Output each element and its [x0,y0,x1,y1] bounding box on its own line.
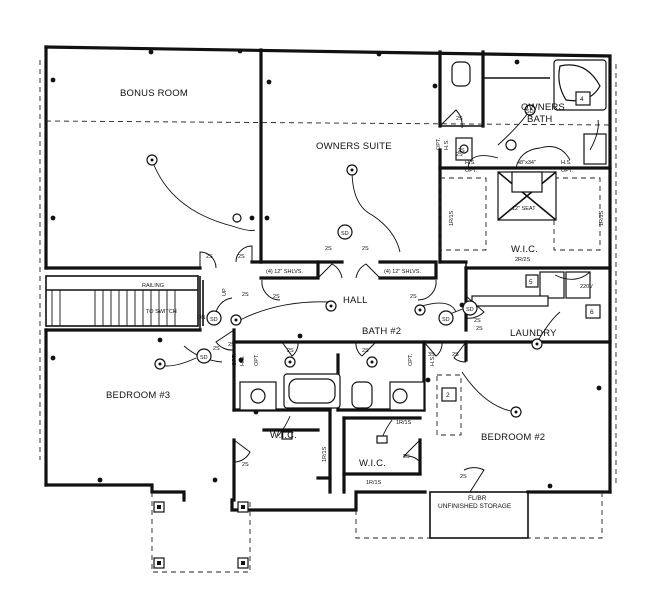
note-sd-5: SD [466,307,474,313]
note-sd-2: SD [442,317,450,323]
note-opt-3: OPT. [436,137,442,150]
switch-19: 2S [474,318,481,324]
note-shelves-right: (4) 12" SHLVS. [384,269,421,275]
note-rs-2: 1R/1S [599,210,605,226]
switch-15: 2S [242,462,249,468]
note-hs-3: H.S. [444,139,450,150]
room-label-wic-owners: W.I.C. [511,244,538,255]
note-opt-2: OPT. [561,168,574,174]
tag-5: 5 [529,279,533,286]
switch-1: 2S [206,254,213,260]
note-up: UP [222,288,228,296]
note-shelves-left: (4) 12" SHLVS. [266,269,303,275]
note-hs-2: H.S. [561,160,572,166]
switch-7: 2S [456,116,463,122]
switch-5: 2S [273,294,280,300]
room-label-hall: HALL [343,295,368,306]
stair [45,275,204,330]
switch-20: 2S [242,292,249,298]
room-label-owners-bath-1: OWNERS [521,102,565,113]
note-opt-6: OPT. [254,353,260,366]
porch-posts [153,491,529,569]
switch-labels: 2S 2S 2S 2S 2S 2S 2S 2S 2S 2S 2S 2S 3S 2… [206,116,483,480]
switch-11: 2S [287,348,294,354]
owners-bath-fixtures [451,59,607,221]
room-label-bonus: BONUS ROOM [120,88,188,99]
tag-4: 4 [580,96,584,103]
note-hs-5: H.S. [430,355,436,366]
bath2-fixtures [239,373,425,411]
room-labels: BONUS ROOM OWNERS SUITE OWNERS BATH HALL… [106,88,565,510]
plan-notes: RAILING TO SWITCH ON UP (4) 12" SHLVS. (… [142,109,605,486]
storage-label-1: FL/BR [468,495,487,502]
room-label-bedroom3: BEDROOM #3 [106,390,170,401]
tag-6: 6 [590,309,594,316]
switch-21: 2S [228,342,235,348]
note-rs-3: 1R/1S [322,446,328,462]
switch-6: 2S [410,294,417,300]
note-seat: 12" SEAT [512,206,536,212]
switch-16: 2S [403,454,410,460]
note-opt-5: OPT. [408,353,414,366]
note-rs-5: 1R/1S [366,480,382,486]
note-rs-4: 1R/1S [396,420,412,426]
room-label-owners-suite: OWNERS SUITE [316,141,392,152]
tag-2: 2 [446,392,450,399]
switch-12: 2S [362,348,369,354]
storage-label-2: UNFINISHED STORAGE [438,503,512,510]
note-220v: 220V [580,284,593,290]
note-sd-4: SD [210,317,218,323]
note-opt-4: OPT. [232,353,238,366]
switch-17: 2S [460,474,467,480]
room-label-bedroom2: BEDROOM #2 [481,432,545,443]
note-opt-1: OPT. [465,168,478,174]
switch-14: 2S [452,352,459,358]
note-sd-6: SD [526,109,534,115]
dashed-lines [39,60,617,573]
switch-8: 2S [456,152,463,158]
room-label-owners-bath-2: BATH [527,114,552,125]
switch-13: 3S [428,352,435,358]
switch-9: 2S [476,326,483,332]
room-label-bath2: BATH #2 [362,326,401,337]
note-on: ON [197,315,205,321]
note-hs-4: H.S. [240,355,246,366]
switch-18: 2S [458,148,465,154]
note-hs-1: H.S. [465,160,476,166]
room-label-wic-bed2: W.I.C. [359,458,386,469]
note-rs-1: 1R/1S [449,210,455,226]
room-label-wic-bed3: W.I.C. [270,430,297,441]
numbered-tags: 4 5 6 2 [441,91,601,402]
room-label-laundry: LAUNDRY [510,328,557,339]
note-sd-3: SD [200,355,208,361]
note-rod-shelf-owners: 2R/2S [515,257,531,263]
switch-4: 2S [362,246,369,252]
note-shower-size: 48"x34" [517,160,536,166]
laundry-fixtures [471,271,591,307]
fixtures [50,48,602,489]
note-sd-1: SD [341,231,349,237]
switch-2: 2S [238,254,245,260]
note-to-switch: TO SWITCH [146,309,177,315]
switch-3: 2S [325,246,332,252]
note-railing: RAILING [142,283,164,289]
switch-10: 2S [213,346,220,352]
door-swings [199,109,485,493]
